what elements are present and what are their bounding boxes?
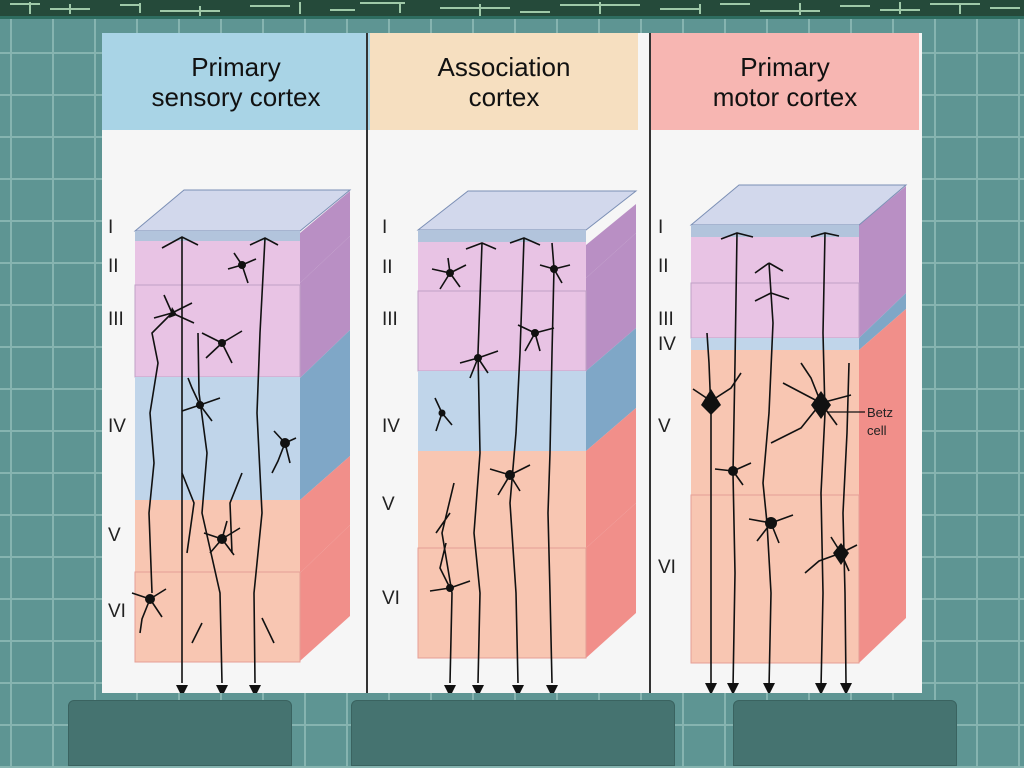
top-divider — [0, 16, 1024, 19]
layer-VI-band — [417, 547, 587, 659]
panel-divider — [366, 33, 368, 693]
sensory-column-diagram: I II III IV V VI — [108, 189, 352, 693]
layer-label-VI: VI — [658, 557, 676, 578]
layer-V-band — [135, 500, 300, 572]
top-circuit-strip — [0, 0, 1024, 18]
layer-label-V: V — [382, 494, 395, 515]
layer-label-II: II — [658, 256, 669, 277]
betz-cell-body — [811, 391, 831, 419]
panel-title: Primary motor cortex — [651, 33, 919, 130]
panel-association: Association cortex — [370, 33, 638, 693]
bottom-tab-right — [733, 700, 957, 766]
bottom-tab-center — [351, 700, 675, 766]
neuron-processes — [692, 232, 858, 689]
layer-label-V: V — [658, 416, 671, 437]
panel-title: Association cortex — [370, 33, 638, 130]
layer-label-IV: IV — [108, 416, 126, 437]
layer-V-band — [418, 451, 586, 548]
layer-IV-band — [691, 338, 859, 350]
layer-label-III: III — [658, 309, 674, 330]
layer-label-IV: IV — [382, 416, 400, 437]
layer-VI-band — [134, 571, 301, 663]
layer-I-band — [418, 230, 586, 242]
panel-primary-motor: Primary motor cortex — [651, 33, 919, 693]
betz-label-line2: cell — [867, 423, 887, 438]
layer-IV-band — [135, 377, 300, 500]
layer-label-IV: IV — [658, 334, 676, 355]
layer-II-band — [135, 241, 300, 285]
layer-III-band — [690, 282, 860, 339]
layer-label-VI: VI — [382, 588, 400, 609]
panel-title: Primary sensory cortex — [102, 33, 370, 130]
layer-label-III: III — [382, 309, 398, 330]
layer-label-II: II — [382, 257, 393, 278]
layer-label-VI: VI — [108, 601, 126, 622]
association-column-diagram: I II III IV V VI — [382, 190, 638, 693]
layer-II-band — [418, 242, 586, 291]
layer-II-band — [691, 237, 859, 283]
cortex-figure: Primary sensory cortex — [102, 33, 922, 693]
layer-V-band — [691, 350, 859, 495]
layer-label-I: I — [658, 217, 663, 238]
betz-label-line1: Betz — [867, 405, 893, 420]
motor-column-diagram: Betz cell I II III IV V VI — [658, 184, 908, 693]
layer-I-band — [135, 231, 300, 241]
layer-III-band — [134, 284, 301, 378]
layer-label-V: V — [108, 525, 121, 546]
pyramidal-cell-body — [701, 389, 721, 415]
neuron-processes — [131, 236, 297, 684]
circuit-pattern — [10, 2, 1020, 16]
layer-IV-band — [418, 371, 586, 451]
panel-primary-sensory: Primary sensory cortex — [102, 33, 370, 693]
layer-label-I: I — [108, 217, 113, 238]
layer-III-band — [417, 290, 587, 372]
layer-label-III: III — [108, 309, 124, 330]
panel-divider — [649, 33, 651, 693]
bottom-tab-left — [68, 700, 292, 766]
layer-label-I: I — [382, 217, 387, 238]
layer-label-II: II — [108, 256, 119, 277]
